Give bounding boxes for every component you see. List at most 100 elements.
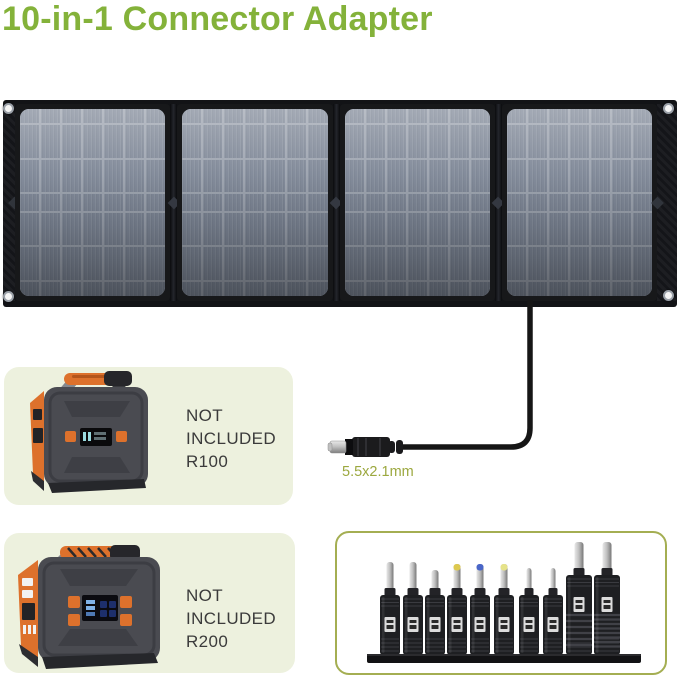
adapter-label xyxy=(384,617,396,632)
grommet-eyelet xyxy=(3,103,14,114)
solar-cell xyxy=(470,194,490,211)
solar-cell xyxy=(104,109,124,123)
solar-cell xyxy=(245,159,265,193)
solar-cell xyxy=(20,109,40,123)
solar-cell xyxy=(125,212,145,246)
dc-adapter xyxy=(425,570,445,655)
solar-cell xyxy=(308,247,328,281)
solar-cell xyxy=(245,109,265,123)
solar-cell xyxy=(590,194,610,211)
grommet-eyelet xyxy=(3,291,14,302)
solar-cell xyxy=(83,109,103,123)
dc-adapter xyxy=(494,564,514,655)
solar-cell xyxy=(548,247,568,281)
solar-cell xyxy=(611,194,631,211)
solar-cell xyxy=(41,159,61,193)
grommet-eyelet xyxy=(663,103,674,114)
not-included-text-r200: NOT INCLUDED R200 xyxy=(186,586,277,651)
adapter-label xyxy=(451,617,463,632)
solar-cell xyxy=(125,159,145,193)
solar-cell xyxy=(203,124,223,158)
solar-cell xyxy=(104,159,124,193)
solar-cell xyxy=(266,124,286,158)
solar-cell xyxy=(569,194,589,211)
solar-cell xyxy=(344,212,364,246)
solar-cell xyxy=(62,194,82,211)
solar-cell xyxy=(632,109,652,123)
solar-cell xyxy=(203,247,223,281)
not-included-text-r100: NOT INCLUDED R100 xyxy=(186,406,277,471)
adapter-label xyxy=(407,617,419,632)
solar-cell xyxy=(569,109,589,123)
solar-cell xyxy=(41,247,61,281)
solar-cell xyxy=(344,124,364,158)
solar-cell xyxy=(632,124,652,158)
solar-cell xyxy=(611,282,631,296)
solar-panel-fold-4 xyxy=(501,104,657,301)
solar-cell xyxy=(224,282,244,296)
solar-cell xyxy=(506,124,526,158)
solar-cell xyxy=(182,194,202,211)
solar-cell xyxy=(224,212,244,246)
solar-cell xyxy=(590,159,610,193)
dc-adapter xyxy=(594,542,620,655)
solar-cell xyxy=(527,194,547,211)
solar-cell xyxy=(449,109,469,123)
solar-cell xyxy=(308,194,328,211)
solar-cell xyxy=(287,212,307,246)
solar-cell xyxy=(428,194,448,211)
solar-cell xyxy=(287,247,307,281)
solar-cell xyxy=(506,194,526,211)
solar-cell xyxy=(203,159,223,193)
solar-cell xyxy=(590,282,610,296)
solar-cell xyxy=(287,282,307,296)
solar-cell xyxy=(146,212,166,246)
solar-cell xyxy=(308,212,328,246)
solar-cell xyxy=(83,247,103,281)
solar-cell xyxy=(590,109,610,123)
solar-cell xyxy=(287,194,307,211)
solar-cell xyxy=(449,194,469,211)
grommet-eyelet xyxy=(663,290,674,301)
solar-cell xyxy=(224,194,244,211)
adapter-label xyxy=(601,597,613,612)
solar-cell xyxy=(224,159,244,193)
solar-cell xyxy=(203,194,223,211)
solar-cell xyxy=(470,109,490,123)
solar-cell xyxy=(224,124,244,158)
solar-cell-grid xyxy=(506,109,652,296)
solar-cell xyxy=(62,282,82,296)
panel-hinge xyxy=(170,104,178,301)
solar-cell xyxy=(632,282,652,296)
solar-cell xyxy=(386,194,406,211)
solar-cell xyxy=(344,247,364,281)
solar-cell xyxy=(41,194,61,211)
solar-cell xyxy=(62,212,82,246)
panel-hinge xyxy=(332,104,340,301)
solar-cell xyxy=(146,282,166,296)
solar-cell xyxy=(632,159,652,193)
solar-cell xyxy=(548,212,568,246)
solar-cell xyxy=(20,282,40,296)
solar-cell xyxy=(449,124,469,158)
solar-cell xyxy=(527,124,547,158)
solar-cell xyxy=(266,282,286,296)
solar-cell xyxy=(428,212,448,246)
solar-cell xyxy=(506,159,526,193)
solar-cell xyxy=(287,124,307,158)
solar-cell xyxy=(506,109,526,123)
solar-cell xyxy=(182,212,202,246)
solar-cell xyxy=(365,247,385,281)
solar-cell xyxy=(245,194,265,211)
solar-cell xyxy=(386,159,406,193)
solar-cell xyxy=(365,124,385,158)
solar-cell xyxy=(245,212,265,246)
solar-cell xyxy=(125,194,145,211)
solar-cell xyxy=(611,159,631,193)
solar-cell xyxy=(62,247,82,281)
solar-cell xyxy=(386,109,406,123)
dc-adapter xyxy=(470,564,490,655)
solar-cell xyxy=(224,109,244,123)
solar-cell xyxy=(245,282,265,296)
solar-cell xyxy=(104,124,124,158)
